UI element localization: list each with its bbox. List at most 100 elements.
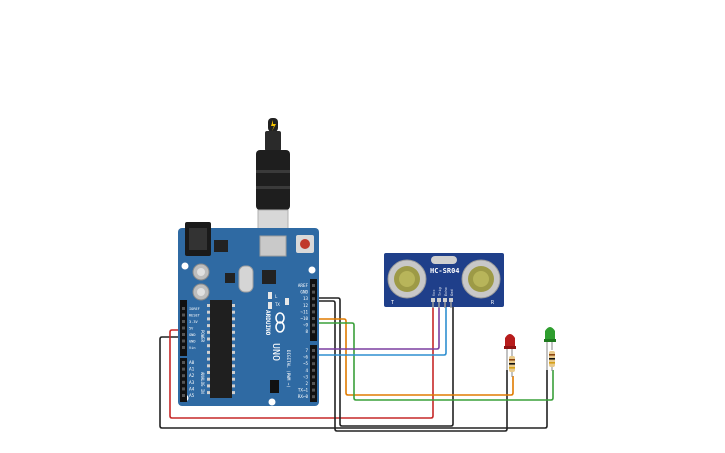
led-label-tx: TX [275,302,280,307]
wire-blue-echo[interactable] [316,306,447,356]
digital-pin[interactable] [312,297,315,301]
led-on-indicator [285,298,289,305]
chip-pin [207,324,210,328]
digital-header-top[interactable] [310,279,317,341]
power-pin[interactable] [182,333,185,336]
transducer-label-t: T [391,300,394,306]
power-pin-label: IOREF [189,307,200,311]
power-pin-label: GND [189,340,196,344]
chip-pin [232,317,235,321]
analog-pin-label: A2 [189,373,195,379]
chip-pin [207,357,210,361]
power-pin-label: 5V [189,327,194,331]
wire-black-left[interactable] [159,336,548,429]
digital-pin-label: 13 [303,296,309,301]
power-pin[interactable] [182,307,185,310]
digital-pin[interactable] [312,368,315,372]
analog-pin[interactable] [182,367,185,371]
digital-pin-label: AREF [298,283,309,288]
sensor-pin-echo[interactable] [443,298,447,302]
green-led[interactable] [545,327,555,341]
crystal [238,265,254,293]
digital-pin-label: ~5 [303,361,309,366]
digital-pin-label: ~9 [303,323,309,328]
red-led[interactable] [505,334,515,348]
digital-pin-label: 12 [303,303,309,308]
wires [159,297,554,432]
arduino-infinity-logo [275,312,285,333]
digital-header-bottom[interactable] [310,345,317,402]
digital-pin[interactable] [312,382,315,385]
wire-green-pin11[interactable] [316,322,554,401]
sensor-pin-label: Trig [438,287,442,296]
digital-pin[interactable] [312,362,315,366]
led-l-indicator [268,292,272,299]
chip-pin [207,337,210,341]
chip-pin [207,371,210,374]
digital-pin[interactable] [312,395,315,399]
power-pin[interactable] [182,346,185,349]
digital-pin-label: ~11 [300,309,308,314]
digital-pin[interactable] [312,310,315,314]
analog-pin[interactable] [182,380,185,384]
red-led-assembly[interactable] [504,334,516,377]
resistor-band [549,362,555,364]
resistor-band [549,354,555,356]
digital-pin[interactable] [312,388,315,392]
power-pin[interactable] [182,339,185,343]
digital-pin[interactable] [312,284,315,287]
power-pin[interactable] [182,326,185,330]
power-pin-label: GND [189,333,196,337]
small-ic [225,273,235,283]
sensor-pin-gnd[interactable] [449,298,453,302]
digital-pin-label: ~3 [303,374,309,379]
digital-pin-label: 8 [305,329,308,334]
wire-black-gnd-sensor[interactable] [316,297,454,427]
transducer-transmitter-center [399,271,415,287]
transducer-receiver-center [473,271,489,287]
mounting-hole [268,398,276,406]
power-pin-label: 3.3V [189,320,198,324]
usb-cable[interactable] [256,118,290,247]
chip-pins [207,304,235,395]
analog-pin[interactable] [182,361,185,364]
analog-pin-label: A1 [189,367,195,373]
analog-header [180,358,187,402]
power-pin[interactable] [182,320,185,323]
digital-pin[interactable] [312,290,315,294]
digital-pin[interactable] [312,349,315,352]
digital-pin[interactable] [312,303,315,307]
wire-red-vcc[interactable] [169,306,434,419]
digital-pin[interactable] [312,355,315,359]
sensor-pin-trig[interactable] [437,298,441,302]
analog-pin-label: A3 [189,380,195,386]
wire-black-gnd-red-led[interactable] [316,300,508,432]
digital-pin-label: 4 [305,368,308,373]
usb-strain-relief [265,131,281,151]
analog-pin[interactable] [182,374,185,378]
sensor-pin-label: Vcc [432,290,436,297]
digital-pin[interactable] [312,330,315,334]
chip-pin [207,364,210,368]
analog-pin[interactable] [182,394,185,397]
reset-button[interactable] [300,239,310,249]
green-led-assembly[interactable] [544,327,556,371]
power-pin[interactable] [182,313,185,317]
analog-pin[interactable] [182,387,185,391]
wire-purple-trig[interactable] [316,306,440,350]
sensor-pin-vcc[interactable] [431,298,435,302]
chip-pin [207,377,210,381]
digital-pin[interactable] [312,317,315,320]
chip-pin [207,384,210,388]
digital-pin[interactable] [312,375,315,379]
analog-pin-label: A5 [189,393,195,399]
wire-orange-pin12[interactable] [316,318,514,396]
chip-pin [232,350,235,354]
digital-pin[interactable] [312,323,315,327]
